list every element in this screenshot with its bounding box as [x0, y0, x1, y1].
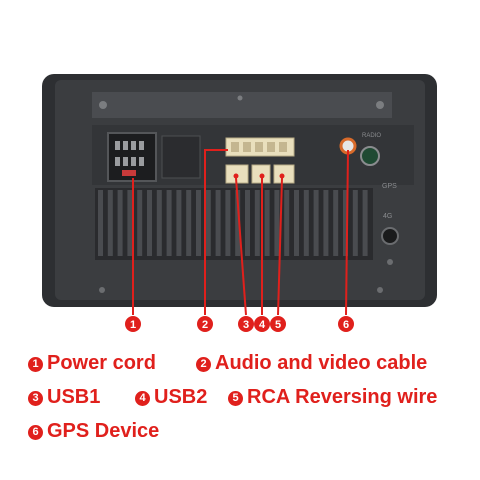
heatsink-fin [254, 190, 260, 256]
leader-line-3 [235, 177, 247, 316]
fourg-antenna-port [381, 227, 399, 245]
leader-lines [132, 149, 349, 316]
callout-markers: 1 2 3 4 5 6 [125, 316, 354, 332]
heatsink-fin [274, 190, 280, 256]
heatsink-fin [343, 190, 348, 256]
top-screws [99, 95, 384, 109]
leader-line-5 [277, 177, 283, 316]
top-mounting-plate [92, 92, 392, 118]
bottom-screws [99, 259, 393, 293]
legend-gps: 6 GPS Device [28, 419, 159, 443]
power-connector-pins [115, 141, 144, 166]
legend-label-6: GPS Device [47, 420, 160, 442]
legend-label-4: USB2 [154, 386, 208, 408]
callout-marker-2: 2 [197, 316, 213, 332]
legend-number-5: 5 [228, 391, 243, 406]
legend-label-5: RCA Reversing wire [247, 386, 438, 408]
callout-marker-4: 4 [254, 316, 270, 332]
legend-usb2: 4 USB2 [135, 385, 207, 409]
heatsink-fin [323, 190, 329, 256]
heatsink-fin [205, 190, 211, 256]
callout-marker-5: 5 [270, 316, 286, 332]
heatsink-fin [333, 190, 339, 256]
svg-text:2: 2 [202, 319, 208, 331]
callout-marker-6: 6 [338, 316, 354, 332]
heatsink-fin [196, 190, 201, 256]
svg-text:3: 3 [243, 319, 249, 331]
heatsink-fin [352, 190, 358, 256]
svg-text:5: 5 [275, 319, 281, 331]
legend-number-6: 6 [28, 425, 43, 440]
blank-plate [161, 135, 201, 179]
svg-text:4: 4 [259, 319, 266, 331]
heatsink-fin [186, 190, 192, 256]
callout-marker-3: 3 [238, 316, 254, 332]
legend-power-cord: 1 Power cord [28, 351, 156, 375]
heatsink-fin [127, 190, 133, 256]
av-connector-top-slots [231, 142, 287, 152]
leader-dots [233, 173, 285, 179]
svg-text:6: 6 [343, 319, 349, 331]
legend-number-2: 2 [196, 357, 211, 372]
heatsink-fin [215, 190, 221, 256]
legend-label-1: Power cord [47, 352, 156, 374]
heatsink-fin [176, 190, 182, 256]
fourg-label: 4G [383, 213, 392, 220]
legend-number-3: 3 [28, 391, 43, 406]
legend-label-2: Audio and video cable [215, 352, 428, 374]
heatsink-fin [98, 190, 103, 256]
legend-audio-video: 2 Audio and video cable [196, 351, 427, 375]
legend-rca: 5 RCA Reversing wire [228, 385, 437, 409]
heatsink-fin [284, 190, 290, 256]
heatsink-fin [156, 190, 162, 256]
gps-label: GPS [382, 183, 397, 190]
heatsink-fins [98, 190, 368, 256]
radio-antenna-port [360, 146, 380, 166]
heatsink-fin [225, 190, 231, 256]
heatsink-fin [107, 190, 113, 256]
rca-connector [273, 164, 295, 184]
heatsink-fin [137, 190, 143, 256]
heatsink-fin [294, 190, 299, 256]
leader-line-2 [204, 149, 228, 315]
leader-line-6 [345, 149, 349, 316]
callout-marker-1: 1 [125, 316, 141, 332]
legend-usb1: 3 USB1 [28, 385, 100, 409]
legend-label-3: USB1 [47, 386, 101, 408]
heatsink-fin [147, 190, 152, 256]
legend-number-4: 4 [135, 391, 150, 406]
heatsink-fin [117, 190, 123, 256]
svg-text:1: 1 [130, 319, 136, 331]
radio-label: RADIO [362, 133, 381, 139]
heatsink-fin [313, 190, 319, 256]
heatsink-fin [264, 190, 270, 256]
heatsink-base [95, 188, 373, 260]
heatsink-fin [362, 190, 368, 256]
heatsink-fin [166, 190, 172, 256]
heatsink-fin [245, 190, 250, 256]
legend-number-1: 1 [28, 357, 43, 372]
power-connector-red-tab [122, 170, 136, 176]
heatsink-fin [303, 190, 309, 256]
heatsink-fin [235, 190, 241, 256]
